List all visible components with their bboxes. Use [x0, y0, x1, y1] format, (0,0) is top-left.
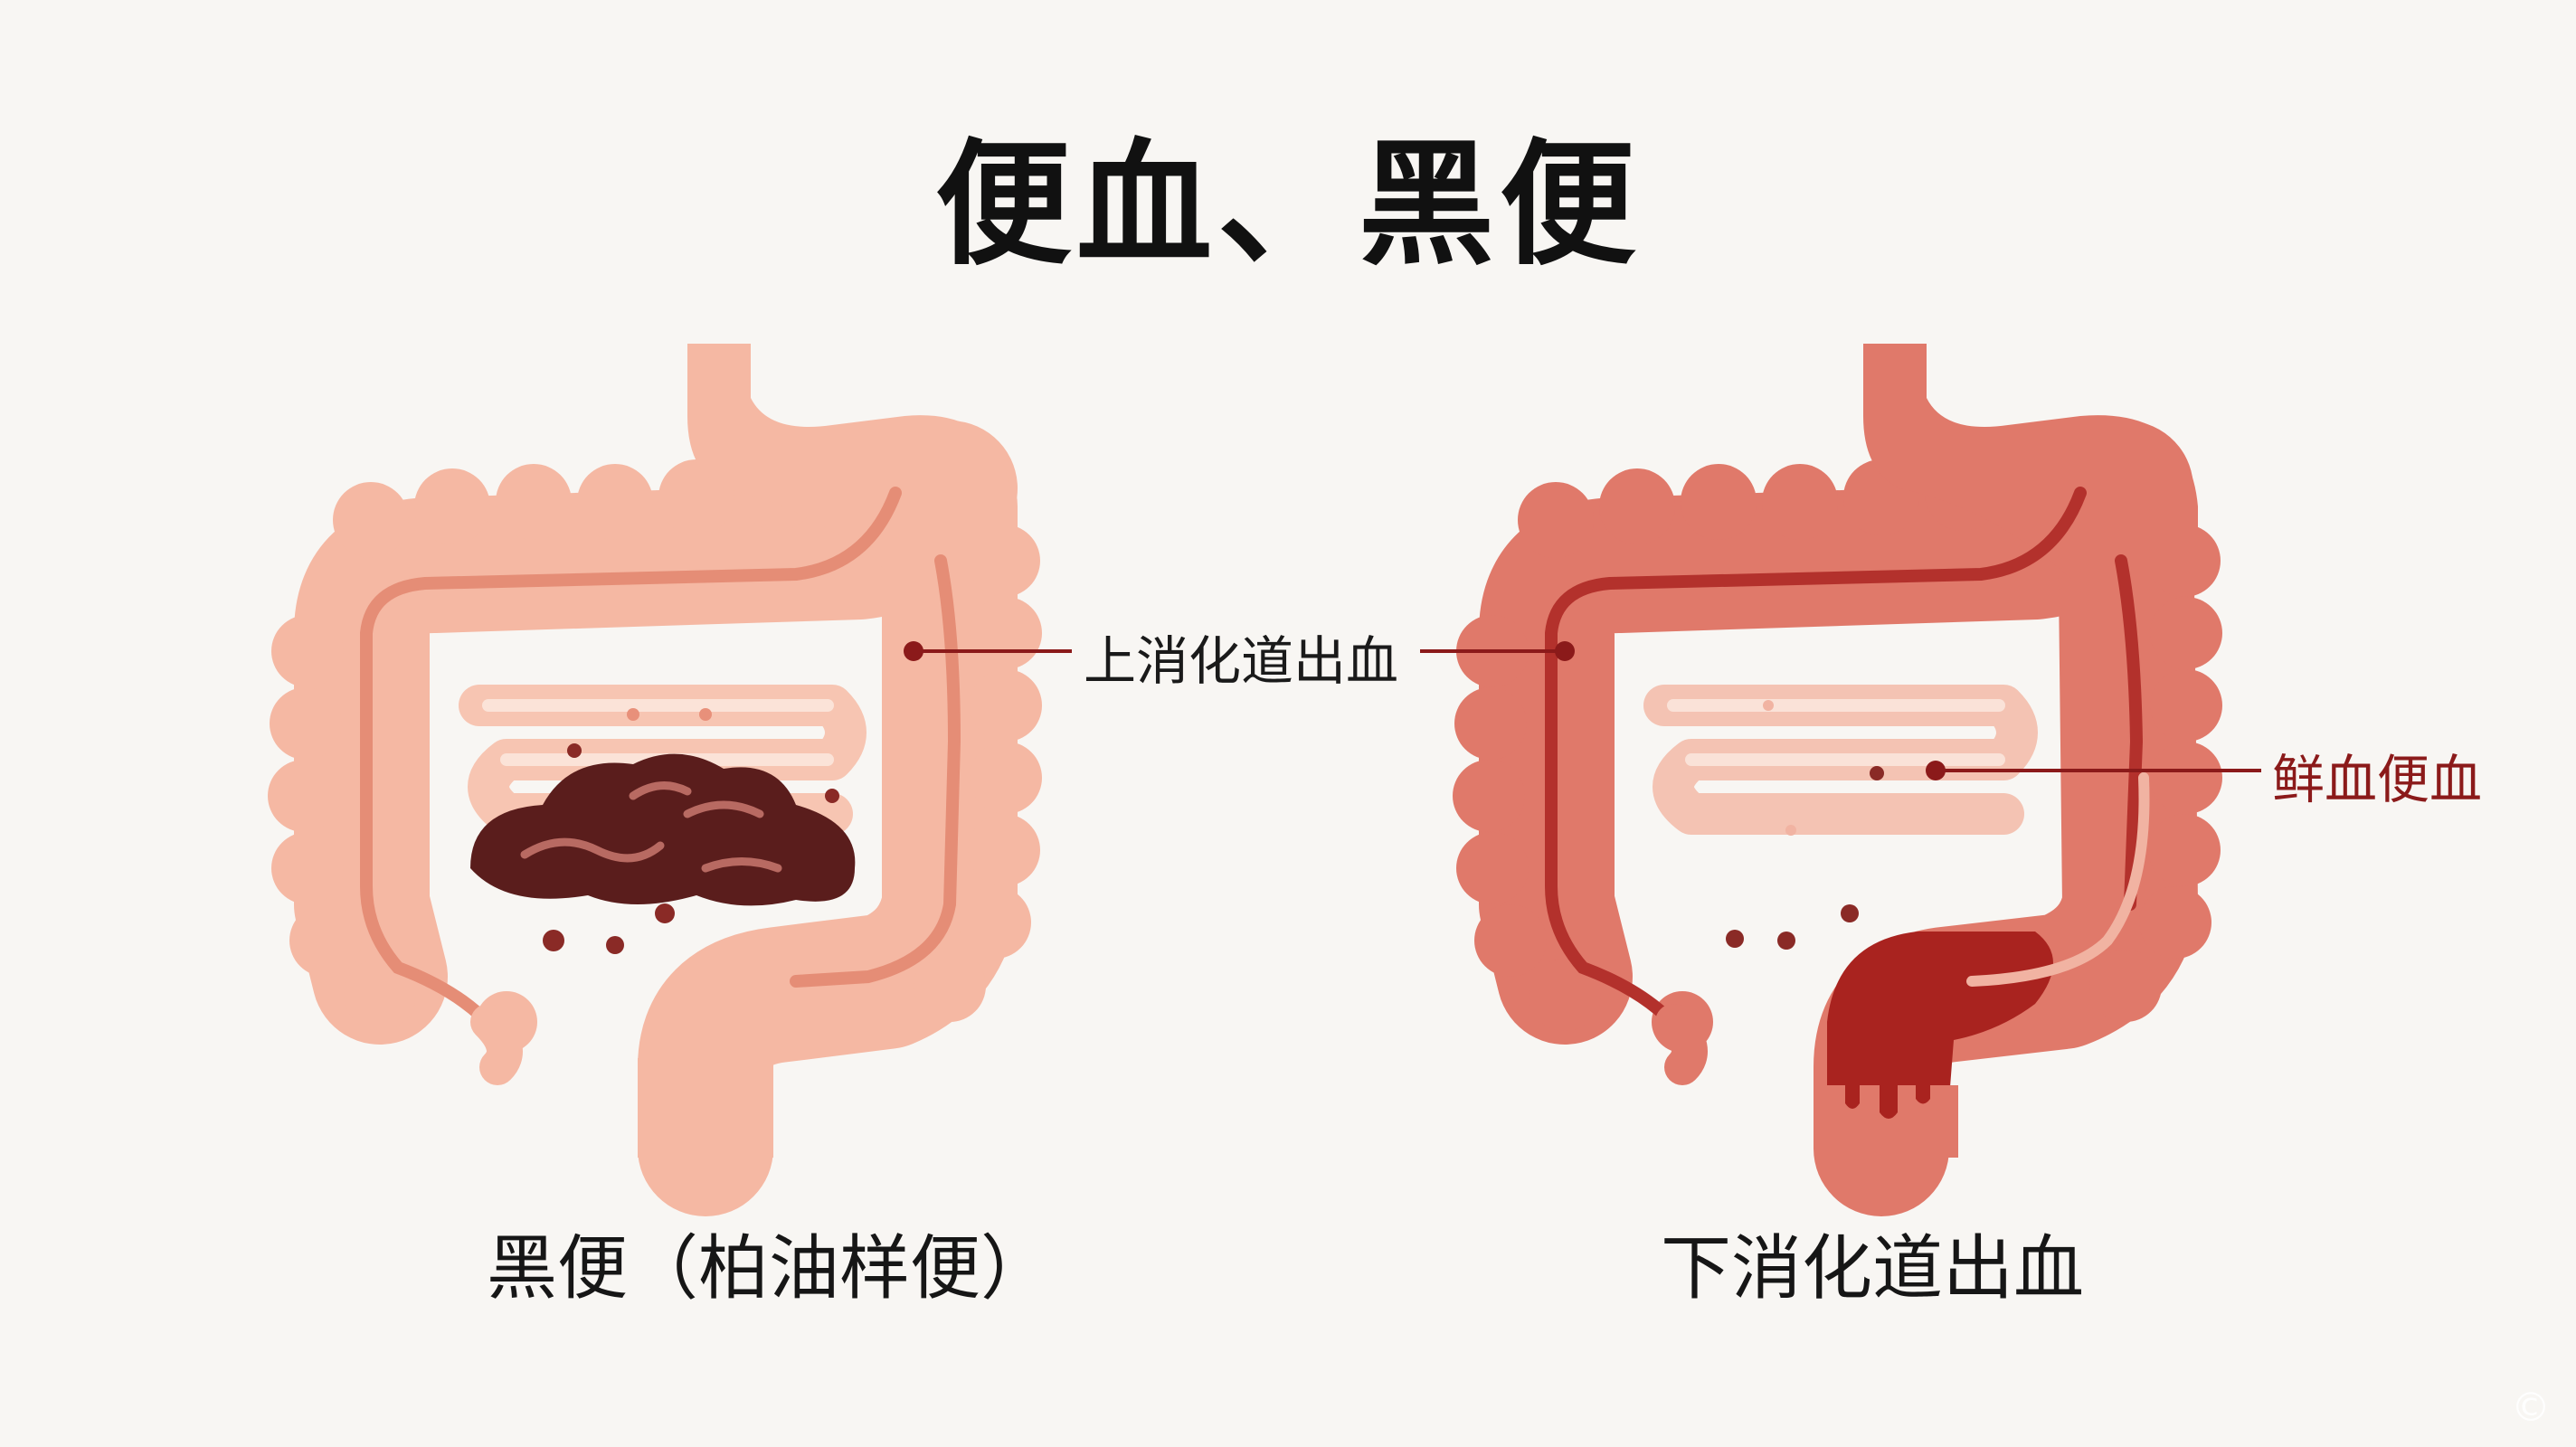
watermark: © — [2511, 1385, 2552, 1431]
right-intestine-illustration — [1420, 344, 2261, 1216]
left-colon-haustra — [268, 455, 1042, 1053]
upper-gi-marker-right — [1555, 641, 1575, 661]
left-colon-inner-line — [360, 487, 902, 1046]
page-title: 便血、黑便 — [934, 127, 1641, 284]
upper-gi-bleeding-label: 上消化道出血 — [1084, 630, 1399, 692]
right-caption-lower-gi-bleeding: 下消化道出血 — [1660, 1228, 2084, 1310]
left-rectum — [638, 1058, 773, 1158]
right-blood-drops — [1726, 766, 1884, 950]
right-stomach — [1863, 344, 2198, 579]
left-stomach — [687, 344, 1013, 579]
fresh-blood-stool-label: 鲜血便血 — [2272, 749, 2483, 810]
right-colon-inner-line — [1545, 487, 2087, 1046]
left-caption-black-stool: 黑便（柏油样便） — [486, 1228, 1051, 1310]
left-blood-drops — [543, 743, 839, 954]
left-intestine-illustration — [268, 344, 1072, 1216]
left-tarry-stool — [470, 753, 856, 906]
